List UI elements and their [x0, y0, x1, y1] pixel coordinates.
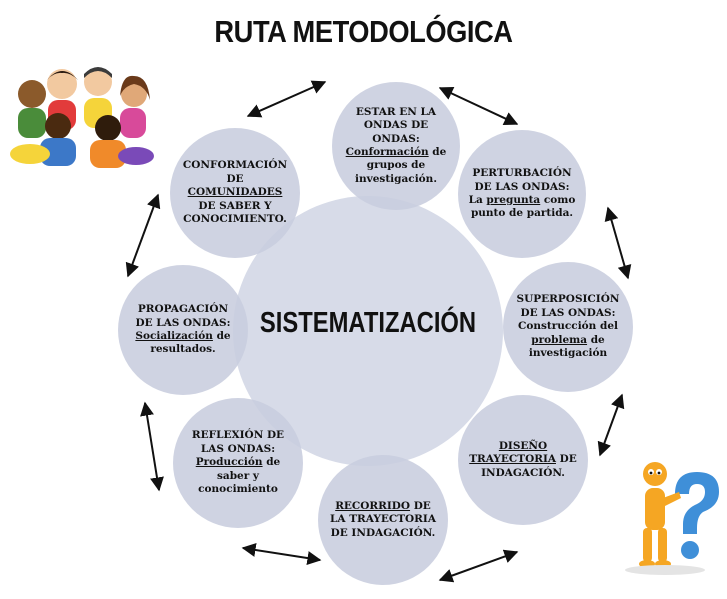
node-propagacion-text: PROPAGACIÓN DE LAS ONDAS: Socialización … — [128, 303, 238, 357]
node-text-part: de saber y conocimiento — [198, 456, 281, 496]
node-conformacion: CONFORMACIÓN DE COMUNIDADES DE SABER Y C… — [170, 128, 300, 258]
node-superposicion-text: SUPERPOSICIÓN DE LAS ONDAS: Construcción… — [513, 293, 623, 360]
node-text-part: PERTURBACIÓN DE LAS ONDAS: La — [468, 167, 572, 206]
node-reflexion: REFLEXIÓN DE LAS ONDAS: Producción de sa… — [173, 398, 303, 528]
node-estar-text: ESTAR EN LA ONDAS DE ONDAS: Conformación… — [342, 106, 450, 187]
node-text-part: Producción — [195, 456, 263, 469]
arrow-estar-perturbacion — [438, 86, 519, 126]
node-text-part: CONFORMACIÓN DE — [182, 159, 288, 185]
node-text-part: Conformación — [345, 146, 429, 158]
node-perturbacion-text: PERTURBACIÓN DE LAS ONDAS: La pregunta c… — [468, 167, 576, 221]
arrow-reflexion-propagacion — [140, 401, 164, 492]
children-circle-illustration — [0, 56, 160, 176]
node-text-part: Socialización — [135, 330, 213, 342]
arrow-diseno-recorrido — [438, 549, 519, 583]
node-text-part: RECORRIDO — [335, 499, 411, 512]
diagram-title: RUTA METODOLÓGICA — [214, 14, 513, 49]
center-label: SISTEMATIZACIÓN — [259, 307, 477, 339]
node-text-part: de grupos de investigación. — [355, 146, 447, 185]
node-text-part: de investigación — [528, 333, 608, 360]
arrow-propagacion-conformacion — [125, 193, 161, 278]
node-text-part: DISEÑO TRAYECTORIA — [469, 439, 556, 466]
node-reflexion-text: REFLEXIÓN DE LAS ONDAS: Producción de sa… — [183, 429, 293, 496]
node-superposicion: SUPERPOSICIÓN DE LAS ONDAS: Construcción… — [503, 262, 633, 392]
node-recorrido: RECORRIDO DE LA TRAYECTORIA DE INDAGACIÓ… — [318, 455, 448, 585]
node-text-part: pregunta — [486, 194, 541, 206]
arrow-conformacion-estar — [246, 80, 327, 118]
node-text-part: DE SABER Y CONOCIMIENTO. — [183, 199, 287, 226]
node-text-part: como punto de partida. — [470, 194, 576, 220]
node-diseno-text: DISEÑO TRAYECTORIA DE INDAGACIÓN. — [468, 440, 578, 480]
node-text-part: DE INDAGACIÓN. — [481, 453, 577, 479]
node-text-part: DE LA TRAYECTORIA DE INDAGACIÓN. — [330, 499, 436, 539]
node-perturbacion: PERTURBACIÓN DE LAS ONDAS: La pregunta c… — [458, 130, 586, 258]
node-text-part: PROPAGACIÓN DE LAS ONDAS: — [135, 303, 231, 329]
node-estar: ESTAR EN LA ONDAS DE ONDAS: Conformación… — [332, 82, 460, 210]
arrow-perturbacion-superposicion — [604, 206, 632, 280]
node-conformacion-text: CONFORMACIÓN DE COMUNIDADES DE SABER Y C… — [180, 159, 290, 226]
node-text-part: REFLEXIÓN DE LAS ONDAS: — [191, 429, 285, 455]
node-text-part: SUPERPOSICIÓN DE LAS ONDAS: Construcción… — [516, 293, 620, 333]
arrow-superposicion-diseno — [597, 393, 625, 457]
node-text-part: COMUNIDADES — [187, 186, 283, 199]
arrow-recorrido-reflexion — [241, 543, 322, 565]
node-text-part: problema — [531, 333, 588, 346]
node-recorrido-text: RECORRIDO DE LA TRAYECTORIA DE INDAGACIÓ… — [328, 500, 438, 540]
node-diseno: DISEÑO TRAYECTORIA DE INDAGACIÓN. — [458, 395, 588, 525]
node-propagacion: PROPAGACIÓN DE LAS ONDAS: Socialización … — [118, 265, 248, 395]
question-mark-figure-illustration — [603, 458, 727, 584]
node-text-part: ESTAR EN LA ONDAS DE ONDAS: — [355, 105, 437, 145]
node-text-part: de resultados. — [150, 330, 231, 356]
